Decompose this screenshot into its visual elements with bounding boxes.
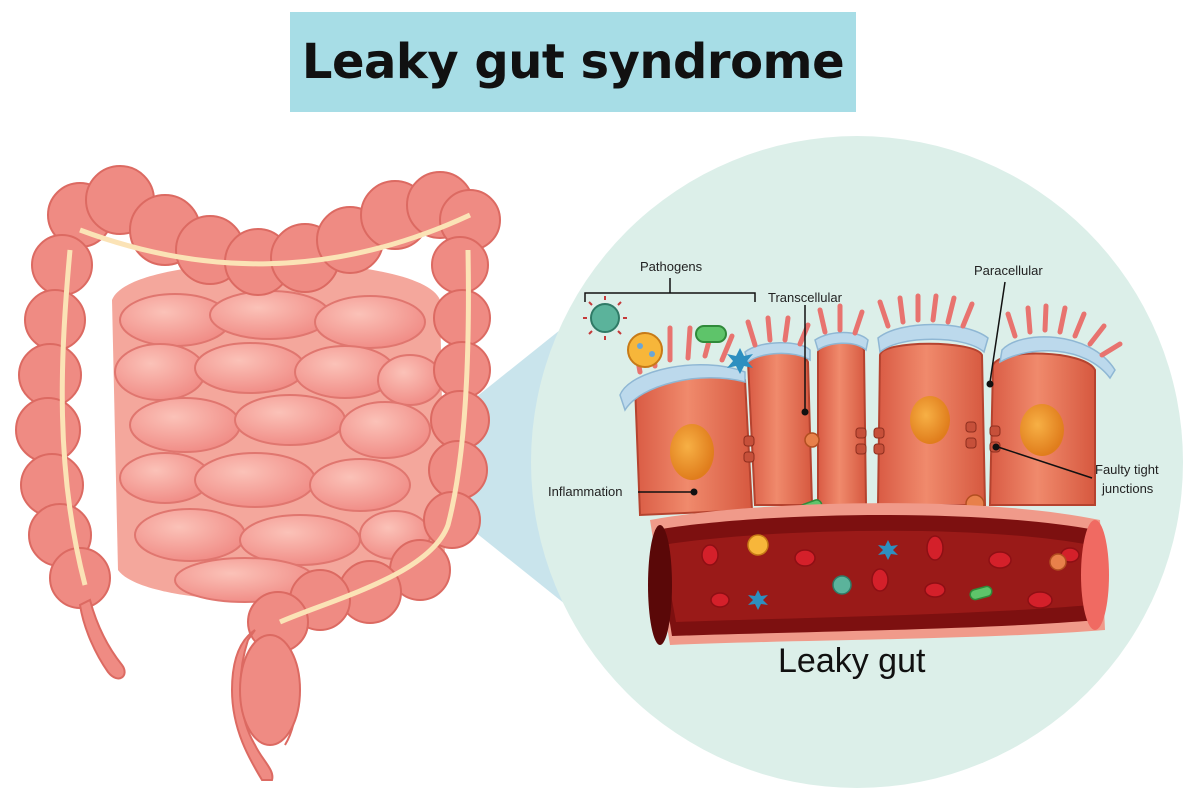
page-title: Leaky gut syndrome bbox=[301, 34, 845, 90]
label-faulty-tight-2: junctions bbox=[1101, 481, 1154, 496]
title-banner: Leaky gut syndrome bbox=[290, 12, 856, 112]
intestine-illustration bbox=[15, 165, 501, 781]
villi-cells bbox=[583, 293, 1123, 517]
epithelial-cell bbox=[988, 352, 1096, 506]
label-leaky-gut: Leaky gut bbox=[778, 642, 926, 680]
label-pathogens: Pathogens bbox=[640, 259, 703, 274]
label-faulty-tight-1: Faulty tight bbox=[1095, 462, 1159, 477]
label-transcellular: Transcellular bbox=[768, 290, 843, 305]
epithelial-cell bbox=[817, 337, 868, 506]
epithelial-cell bbox=[633, 369, 754, 517]
epithelial-cell bbox=[876, 342, 987, 506]
blood-vessel bbox=[648, 503, 1109, 645]
label-paracellular: Paracellular bbox=[974, 263, 1043, 278]
epithelial-cell bbox=[746, 348, 814, 506]
label-inflammation: Inflammation bbox=[548, 484, 622, 499]
